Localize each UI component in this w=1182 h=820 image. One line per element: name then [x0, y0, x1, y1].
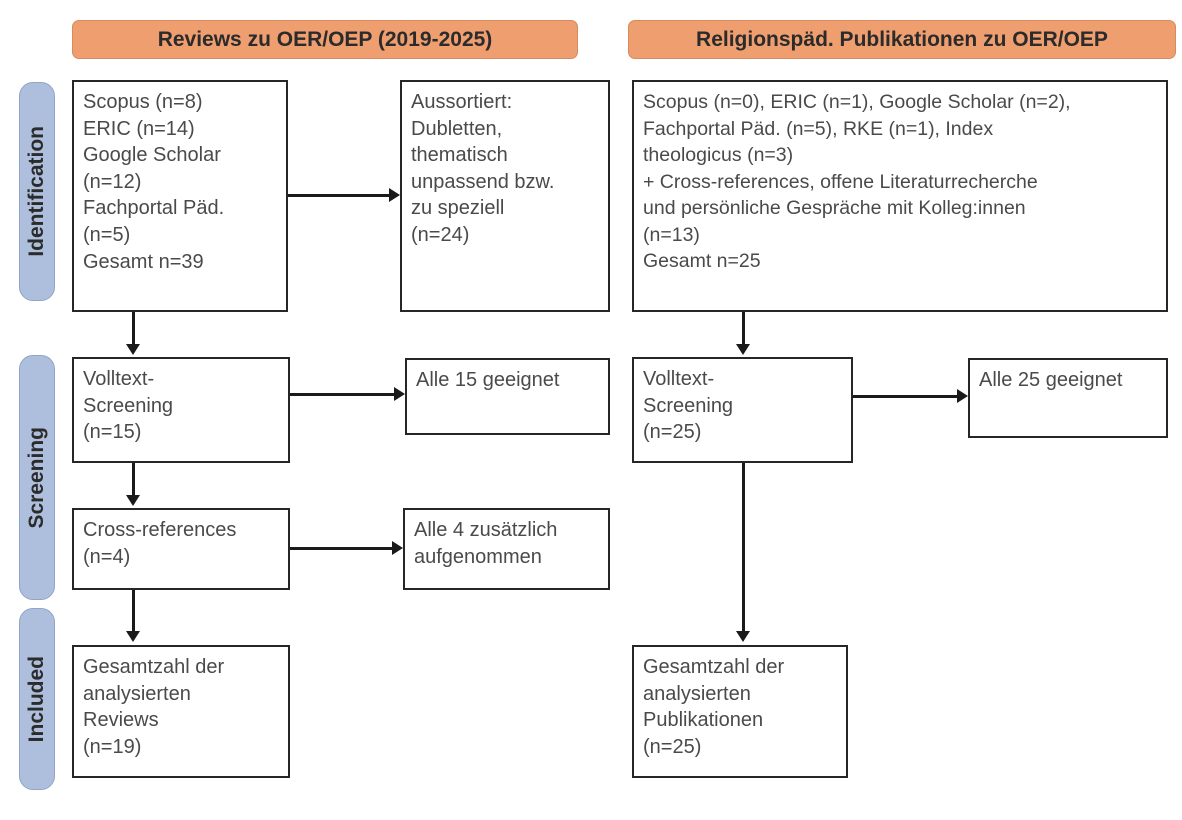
arrowhead-left-fulltext-to-crossrefs — [126, 495, 140, 506]
box-left-fulltext-screening-text: Volltext- Screening (n=15) — [83, 368, 174, 444]
box-left-crossrefs-result-text: Alle 4 zusätzlich aufgenommen — [414, 519, 558, 568]
stage-pill-included: Included — [19, 608, 55, 790]
arrowhead-left-fulltext-to-result — [394, 387, 405, 401]
connector-right-fulltext-to-included — [742, 463, 745, 633]
box-right-included-text: Gesamtzahl der analysierten Publikatione… — [643, 656, 785, 758]
arrowhead-right-sources-to-fulltext — [736, 344, 750, 355]
box-left-crossrefs-result: Alle 4 zusätzlich aufgenommen — [403, 508, 610, 590]
connector-left-sources-to-fulltext — [132, 312, 135, 346]
arrowhead-right-fulltext-to-result — [957, 389, 968, 403]
stage-label-identification: Identification — [25, 126, 48, 257]
box-right-fulltext-screening: Volltext- Screening (n=25) — [632, 357, 853, 463]
box-left-crossrefs: Cross-references (n=4) — [72, 508, 290, 590]
column-header-reviews: Reviews zu OER/OEP (2019-2025) — [72, 20, 578, 59]
box-right-fulltext-screening-text: Volltext- Screening (n=25) — [643, 368, 734, 444]
connector-left-crossrefs-to-included — [132, 590, 135, 633]
box-right-fulltext-result-text: Alle 25 geeignet — [979, 369, 1123, 391]
box-left-excluded-text: Aussortiert: Dubletten, thematisch unpas… — [411, 91, 555, 246]
box-left-sources-text: Scopus (n=8) ERIC (n=14) Google Scholar … — [83, 91, 225, 273]
connector-right-fulltext-to-result — [853, 395, 957, 398]
arrowhead-right-fulltext-to-included — [736, 631, 750, 642]
box-right-included: Gesamtzahl der analysierten Publikatione… — [632, 645, 848, 778]
box-left-fulltext-result-text: Alle 15 geeignet — [416, 369, 560, 391]
box-left-included: Gesamtzahl der analysierten Reviews (n=1… — [72, 645, 290, 778]
connector-left-crossrefs-to-result — [290, 547, 392, 550]
arrowhead-left-crossrefs-to-result — [392, 541, 403, 555]
arrowhead-left-sources-to-fulltext — [126, 344, 140, 355]
box-left-sources: Scopus (n=8) ERIC (n=14) Google Scholar … — [72, 80, 288, 312]
connector-right-sources-to-fulltext — [742, 312, 745, 346]
box-left-crossrefs-text: Cross-references (n=4) — [83, 519, 237, 568]
box-right-sources: Scopus (n=0), ERIC (n=1), Google Scholar… — [632, 80, 1168, 312]
stage-label-screening: Screening — [25, 426, 48, 529]
connector-left-fulltext-to-result — [290, 393, 394, 396]
box-right-sources-text: Scopus (n=0), ERIC (n=1), Google Scholar… — [643, 91, 1071, 273]
box-left-excluded: Aussortiert: Dubletten, thematisch unpas… — [400, 80, 610, 312]
box-left-fulltext-screening: Volltext- Screening (n=15) — [72, 357, 290, 463]
box-left-fulltext-result: Alle 15 geeignet — [405, 358, 610, 435]
column-header-religionspaed-label: Religionspäd. Publikationen zu OER/OEP — [696, 27, 1108, 51]
stage-pill-screening: Screening — [19, 355, 55, 600]
connector-left-fulltext-to-crossrefs — [132, 463, 135, 497]
stage-label-included: Included — [25, 655, 48, 743]
column-header-reviews-label: Reviews zu OER/OEP (2019-2025) — [157, 27, 493, 51]
stage-pill-identification: Identification — [19, 82, 55, 301]
box-right-fulltext-result: Alle 25 geeignet — [968, 358, 1168, 438]
box-left-included-text: Gesamtzahl der analysierten Reviews (n=1… — [83, 656, 225, 758]
connector-left-sources-to-excluded — [288, 194, 389, 197]
column-header-religionspaed: Religionspäd. Publikationen zu OER/OEP — [628, 20, 1176, 59]
arrowhead-left-crossrefs-to-included — [126, 631, 140, 642]
arrowhead-left-sources-to-excluded — [389, 188, 400, 202]
